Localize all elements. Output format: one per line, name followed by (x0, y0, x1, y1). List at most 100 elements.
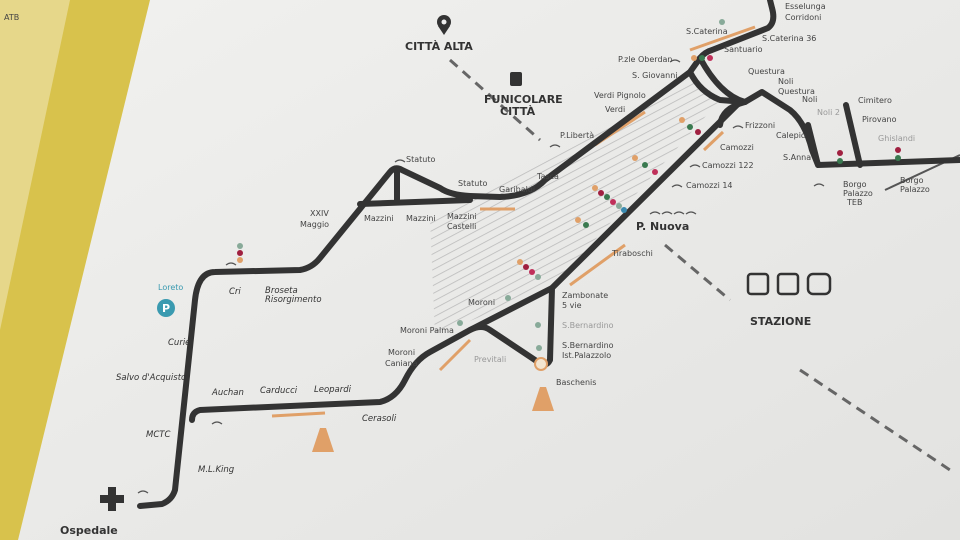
station-label: Broseta (265, 286, 298, 296)
station-label: Corridoni (785, 13, 821, 22)
station-label: S.Anna (783, 153, 811, 162)
station-label: Mazzini (364, 214, 394, 223)
wifi-icons (137, 59, 825, 494)
tram-line-cimitero (843, 102, 863, 168)
station-label: Zambonate (562, 291, 608, 300)
station-label: Cimitero (858, 96, 892, 105)
station-label: Moroni (388, 348, 415, 357)
dashed-path-stazione (664, 243, 731, 302)
station-label: Maggio (300, 220, 329, 229)
station-label: Mazzini (447, 212, 477, 221)
station-label: Calepio (776, 131, 806, 140)
station-label: Noli (778, 77, 793, 86)
station-label: S.Caterina 36 (762, 34, 816, 43)
station-labels: Esselunga Corridoni S.Caterina S.Caterin… (116, 2, 930, 475)
station-label: Cerasoli (362, 414, 397, 424)
station-label: Auchan (211, 388, 244, 398)
station-label: Verdi (605, 105, 625, 114)
station-label: Borgo (900, 176, 924, 185)
landmark-funicolare: FUNICOLARE (484, 93, 563, 106)
station-label: Camozzi 14 (686, 181, 733, 190)
dashed-path-citta-alta (449, 58, 541, 142)
station-label: Risorgimento (265, 295, 322, 305)
wifi-icon (671, 184, 683, 188)
station-label: S.Caterina (686, 27, 728, 36)
wifi-icon (649, 211, 697, 215)
station-label: Tasca (536, 172, 559, 181)
tram-line-triangle (687, 55, 748, 128)
station-label: S. Giovanni (632, 71, 677, 80)
hospital-cross-icon (100, 487, 124, 511)
station-label: Santuario (724, 45, 763, 54)
traffic-cone-icon (312, 387, 554, 452)
wifi-icon (225, 262, 237, 266)
station-label: Baschenis (556, 378, 596, 387)
wifi-icon (549, 144, 561, 148)
dashed-path-rail (799, 368, 951, 472)
station-label: MCTC (146, 430, 170, 440)
train-icon (806, 272, 832, 296)
corner-text: ATB (4, 13, 19, 22)
tram-line-east (742, 89, 960, 168)
station-label: Salvo d'Acquisto (116, 373, 186, 383)
station-label: Curie (168, 338, 190, 348)
parking-label: P (162, 302, 170, 315)
station-label: Frizzoni (745, 121, 775, 130)
station-label: Previtali (474, 355, 506, 364)
station-label: Noli 2 (817, 108, 840, 117)
tram-icon (776, 272, 800, 296)
tram-line-main (137, 0, 777, 509)
station-label: Tiraboschi (611, 249, 653, 258)
station-label: P.Libertà (560, 131, 594, 140)
wifi-icon (211, 421, 223, 425)
wifi-icon (732, 125, 744, 129)
station-label: Palazzo (843, 189, 873, 198)
parking-icon (157, 299, 175, 317)
location-pin-icon (437, 15, 451, 35)
station-label: P.zle Oberdan (618, 55, 673, 64)
station-label: Pirovano (862, 115, 897, 124)
tram-line-mazzini (357, 167, 473, 207)
station-label: S.Bernardino (562, 321, 614, 330)
terminus-baschenis[interactable] (534, 357, 548, 371)
station-label: Caniana (385, 359, 418, 368)
station-label: Moroni (468, 298, 495, 307)
wifi-icon (394, 159, 406, 163)
station-label: Esselunga (785, 2, 826, 11)
station-label: Camozzi 122 (702, 161, 754, 170)
station-label: Statuto (458, 179, 487, 188)
wifi-icon (813, 183, 825, 187)
station-label: Mazzini (406, 214, 436, 223)
station-label: Camozzi (720, 143, 754, 152)
station-label: Castelli (447, 222, 476, 231)
station-label: Noli (802, 95, 817, 104)
wifi-icon (669, 59, 681, 63)
station-label: Questura (748, 67, 785, 76)
station-label: TEB (846, 198, 862, 207)
landmark-ospedale: Ospedale (60, 524, 118, 537)
hatched-zone (430, 78, 722, 335)
paper-sheet-under (0, 0, 70, 330)
station-label: Garibaldi (499, 185, 535, 194)
route-dots (237, 19, 901, 351)
landmark-citta-alta: CITTÀ ALTA (405, 40, 473, 53)
station-label: XXIV (310, 209, 329, 218)
station-label: Palazzo (900, 185, 930, 194)
landmark-loreto: Loreto (158, 283, 183, 292)
station-label: Ghislandi (878, 134, 915, 143)
tram-line-connector (467, 285, 555, 333)
landmark-stazione: STAZIONE (750, 315, 811, 328)
station-label: Moroni Palma (400, 326, 454, 335)
wifi-icon (689, 164, 701, 168)
station-label: Borgo (843, 180, 867, 189)
landmark-p-nuova: P. Nuova (636, 220, 689, 233)
station-label: Verdi Pignolo (594, 91, 646, 100)
station-label: Cri (229, 287, 241, 297)
station-label: Carducci (260, 386, 298, 396)
station-transport-icons (746, 272, 832, 296)
bus-icon (746, 272, 770, 296)
station-label: Questura (778, 87, 815, 96)
station-label: Ist.Palazzolo (562, 351, 611, 360)
wifi-icon (137, 490, 149, 494)
